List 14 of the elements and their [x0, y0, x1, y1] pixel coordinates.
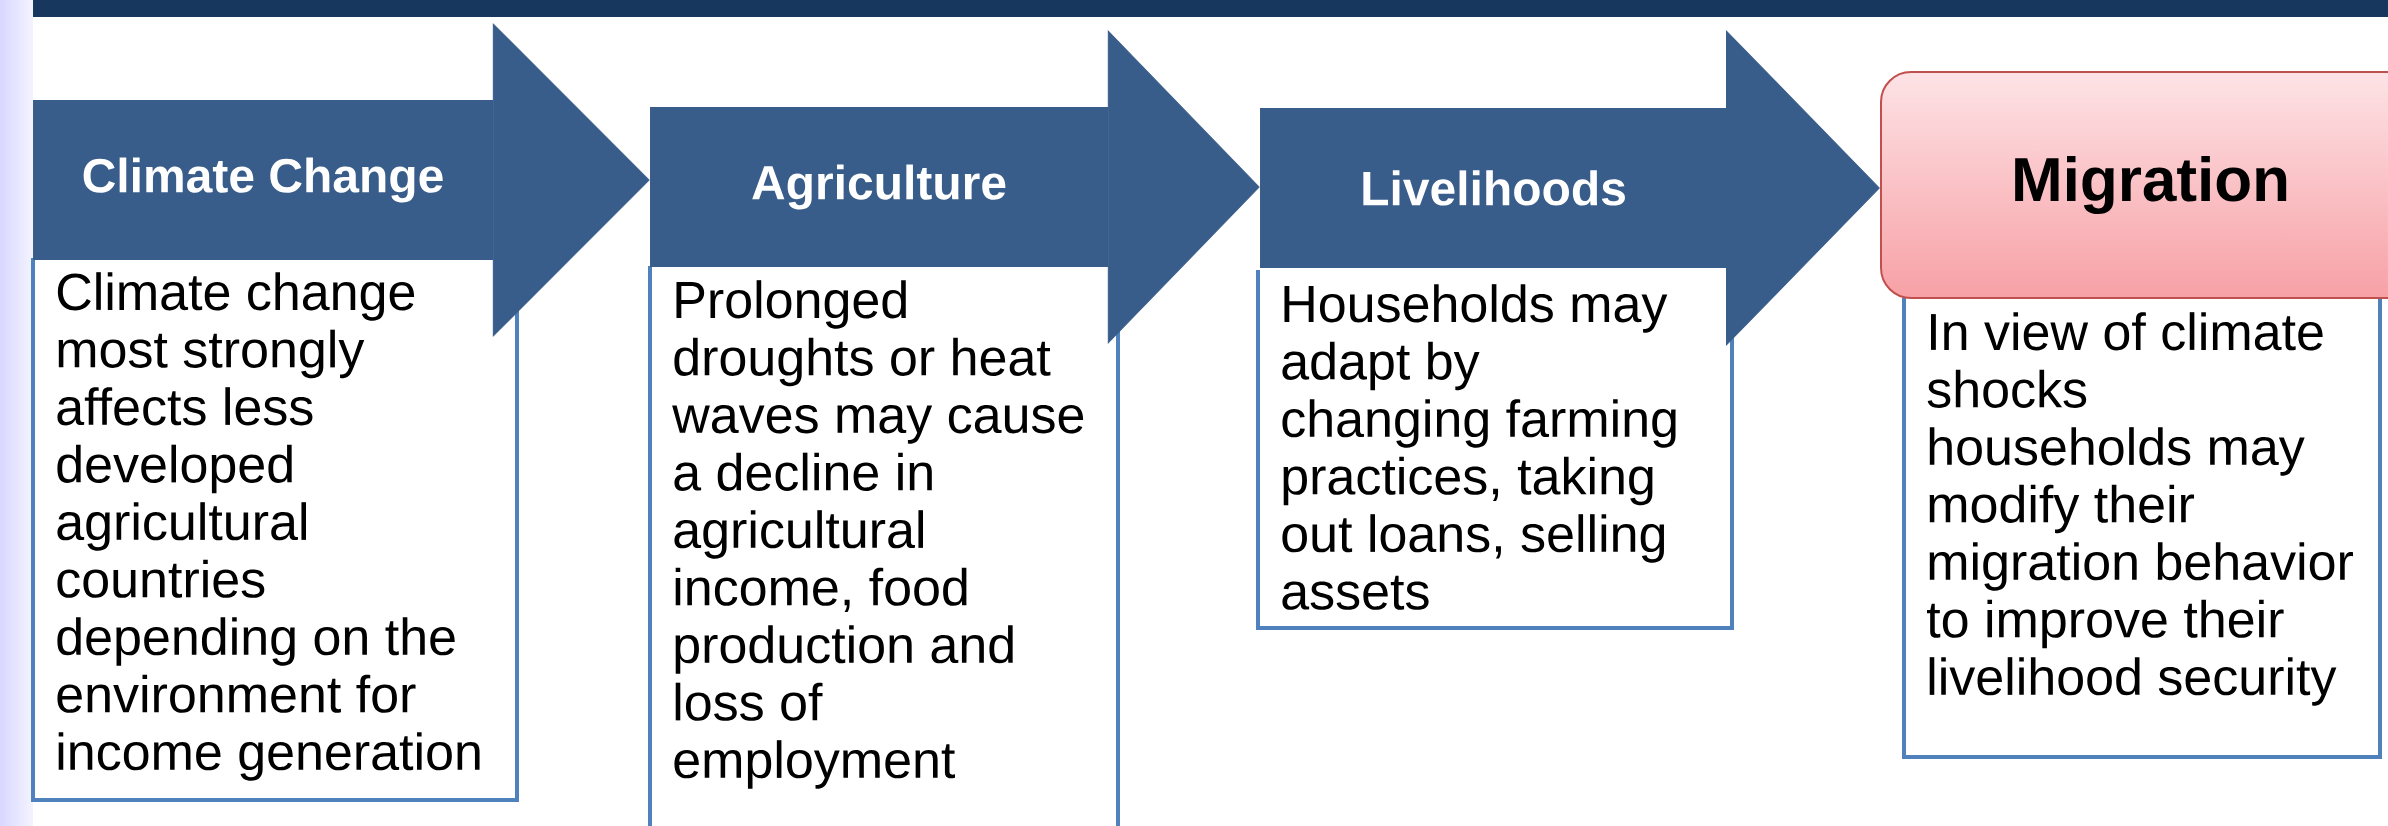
- rounded-box: Migration: [1880, 71, 2388, 299]
- arrow-head: [492, 23, 650, 337]
- block-arrow-body: Livelihoods: [1260, 108, 1727, 268]
- text-box: Climate change most strongly affects less developed agricultural countries depending on the environment for income generation: [31, 258, 519, 802]
- node-label: Climate Change: [83, 157, 443, 203]
- arrow-head: [1107, 30, 1260, 344]
- block-arrow-body: Climate Change: [33, 100, 493, 260]
- node-label: Livelihoods: [1363, 170, 1625, 206]
- text-box: Households may adapt by changing farming practices, taking out loans, selling assets: [1256, 270, 1734, 630]
- node-label: Agriculture: [752, 164, 1006, 210]
- text-box: In view of climate shocks households may modify their migration behavior to improve their livelihood security: [1902, 298, 2382, 759]
- arrow-head: [1725, 30, 1880, 346]
- block-arrow-body: Agriculture: [650, 107, 1108, 267]
- text-box: Prolonged droughts or heat waves may cause a decline in agricultural income, food production and loss of employment: [648, 266, 1120, 826]
